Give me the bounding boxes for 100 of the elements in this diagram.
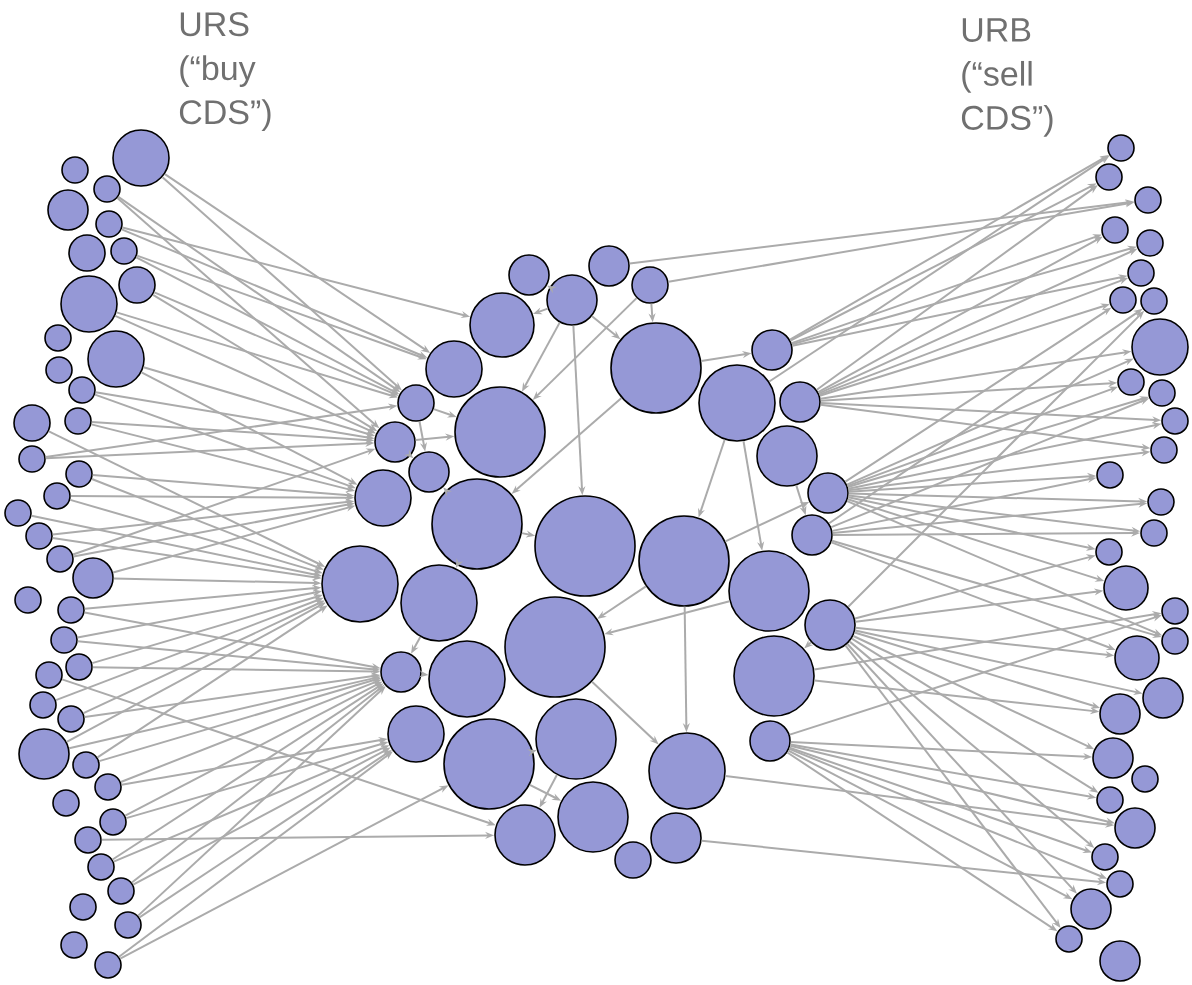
network-node <box>74 826 102 854</box>
network-node <box>1106 870 1134 898</box>
network-node <box>44 324 72 352</box>
network-node <box>614 841 652 879</box>
network-node <box>35 661 63 689</box>
network-node <box>791 514 833 556</box>
network-node <box>1096 786 1124 814</box>
network-node <box>535 698 617 780</box>
arrow <box>844 644 1061 928</box>
network-node <box>698 364 776 442</box>
network-node <box>65 460 93 488</box>
network-node <box>534 495 636 597</box>
network-node <box>64 407 92 435</box>
network-node <box>428 640 506 718</box>
network-node <box>454 386 546 478</box>
network-node <box>29 691 57 719</box>
network-node <box>43 482 71 510</box>
network-node <box>1142 677 1184 719</box>
network-node <box>52 789 80 817</box>
network-node <box>1055 925 1083 953</box>
network-node <box>112 129 170 187</box>
network-node <box>1096 461 1124 489</box>
axis-label: URB (“sell CDS”) <box>961 18 1053 137</box>
network-node <box>93 175 121 203</box>
network-node <box>354 469 412 527</box>
network-node <box>756 425 818 487</box>
network-node <box>60 931 88 959</box>
network-node <box>779 381 821 423</box>
network-node <box>1101 216 1129 244</box>
network-node <box>1109 286 1137 314</box>
network-node <box>650 812 702 864</box>
network-node <box>469 292 535 358</box>
network-node <box>648 732 726 810</box>
network-node <box>57 596 85 624</box>
network-node <box>1095 538 1123 566</box>
network-node <box>18 445 46 473</box>
network-node <box>631 266 669 304</box>
network-node <box>99 808 127 836</box>
network-node <box>68 376 96 404</box>
network-node <box>45 356 73 384</box>
network-node <box>508 254 550 296</box>
network-node <box>14 586 42 614</box>
network-node <box>57 705 85 733</box>
network-node <box>1136 229 1164 257</box>
network-node <box>425 340 483 398</box>
network-node <box>1147 488 1175 516</box>
network-node <box>1127 259 1155 287</box>
network-node <box>546 274 598 326</box>
network-node <box>807 472 849 514</box>
network-node <box>110 237 138 265</box>
network-node <box>443 718 535 810</box>
network-node <box>1070 888 1112 930</box>
network-node <box>1150 436 1178 464</box>
network-node <box>68 234 106 272</box>
network-node <box>1161 597 1189 625</box>
network-node <box>1092 737 1134 779</box>
network-node <box>1099 693 1141 735</box>
network-node <box>46 545 74 573</box>
network-node <box>1099 940 1141 982</box>
network-node <box>749 720 791 762</box>
network-node <box>728 550 810 632</box>
network-node <box>494 804 556 866</box>
network-node <box>87 330 145 388</box>
network-node <box>557 781 629 853</box>
network-node <box>25 522 53 550</box>
network-node <box>1131 318 1189 376</box>
network-node <box>751 329 793 371</box>
network-node <box>1103 565 1149 611</box>
network-node <box>733 635 815 717</box>
network-node <box>94 951 122 979</box>
network-node <box>504 596 606 698</box>
network-node <box>18 728 70 780</box>
network-node <box>1107 134 1135 162</box>
network-node <box>4 499 32 527</box>
network-node <box>804 599 856 651</box>
network-node <box>50 626 78 654</box>
network-node <box>1131 765 1159 793</box>
network-node <box>1095 163 1123 191</box>
network-node <box>1091 843 1119 871</box>
network-node <box>95 210 123 238</box>
network-node <box>374 421 416 463</box>
axis-label: URS (“buy CDS”) <box>179 12 271 131</box>
network-node <box>118 266 156 304</box>
network-node <box>400 564 478 642</box>
network-node <box>69 893 97 921</box>
network-node <box>72 751 100 779</box>
network-node <box>72 557 114 599</box>
network-node <box>1140 287 1168 315</box>
network-node <box>431 478 523 570</box>
network-node <box>397 384 435 422</box>
network-node <box>638 515 730 607</box>
network-node <box>114 911 142 939</box>
network-node <box>1117 368 1145 396</box>
network-node <box>321 545 399 623</box>
network-node <box>1114 635 1160 681</box>
network-node <box>1114 807 1156 849</box>
network-node <box>87 853 115 881</box>
network-node <box>588 245 630 287</box>
network-node <box>65 653 93 681</box>
network-node <box>107 877 135 905</box>
